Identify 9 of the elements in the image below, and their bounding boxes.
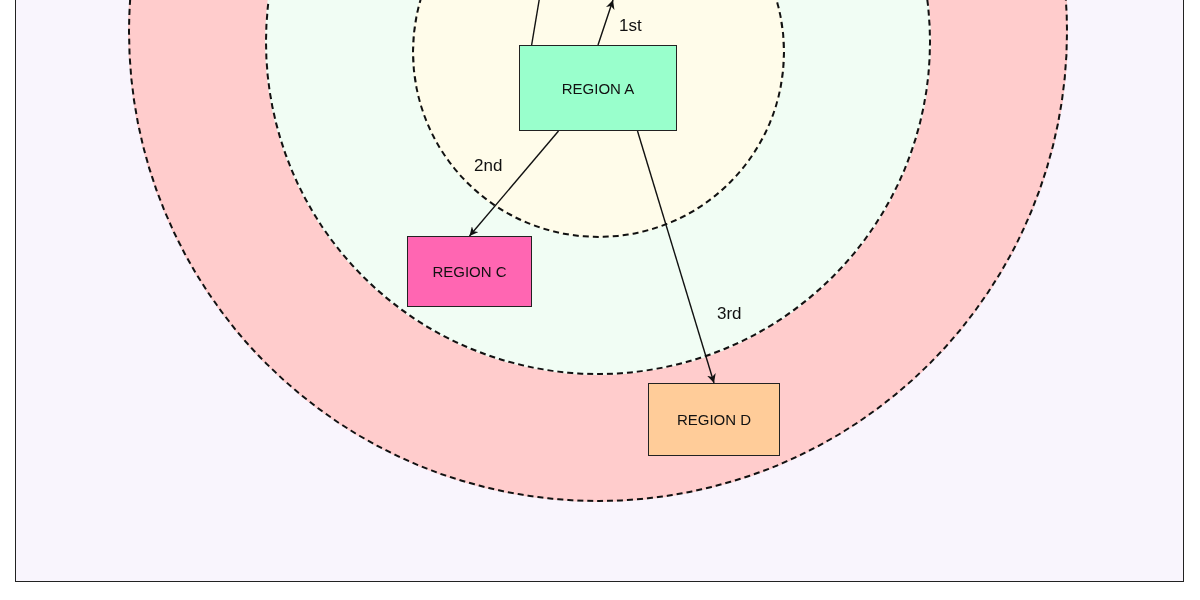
arrow (597, 0, 615, 46)
region-box (407, 236, 532, 307)
region-label: REGION D (676, 411, 752, 428)
arrow (636, 130, 716, 384)
region-label: REGION C (432, 263, 507, 280)
region-label: REGION A (561, 79, 635, 97)
arrow (468, 130, 560, 237)
region-box (648, 383, 780, 456)
region-box (519, 45, 677, 131)
